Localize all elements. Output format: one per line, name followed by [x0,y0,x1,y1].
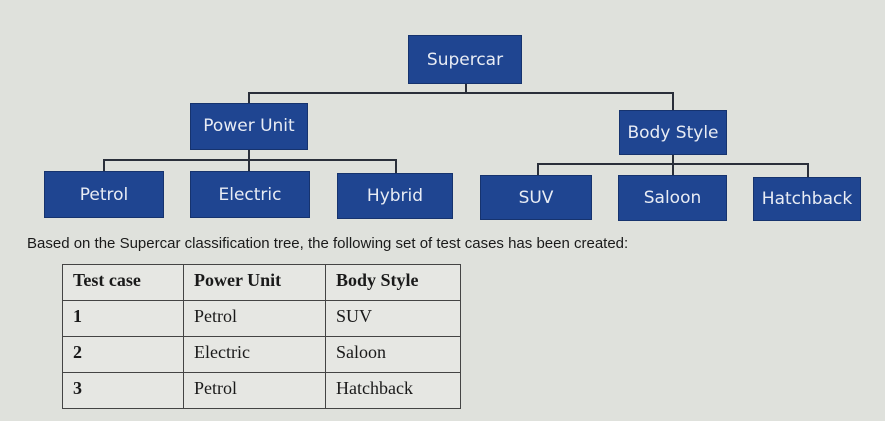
connector [465,84,467,94]
cell-body-style: Saloon [325,336,461,373]
table-row: 3 Petrol Hatchback [62,372,461,409]
node-petrol: Petrol [44,171,164,218]
node-power-unit: Power Unit [190,103,308,150]
cell-power-unit: Petrol [183,300,326,337]
node-supercar: Supercar [408,35,522,84]
connector [537,163,539,175]
connector [248,92,674,94]
node-hatchback: Hatchback [753,177,861,221]
cell-power-unit: Petrol [183,372,326,409]
connector [103,159,105,171]
cell-body-style: Hatchback [325,372,461,409]
cell-test-case: 2 [62,336,184,373]
node-electric: Electric [190,171,310,218]
connector [672,155,674,175]
connector [395,159,397,173]
cell-body-style: SUV [325,300,461,337]
header-test-case: Test case [62,264,184,301]
node-hybrid: Hybrid [337,173,453,219]
cell-power-unit: Electric [183,336,326,373]
cell-test-case: 3 [62,372,184,409]
connector [103,159,397,161]
node-suv: SUV [480,175,592,220]
table-header-row: Test case Power Unit Body Style [62,264,461,301]
connector [807,163,809,177]
header-power-unit: Power Unit [183,264,326,301]
caption-text: Based on the Supercar classification tre… [27,235,629,252]
connector [537,163,809,165]
table-row: 1 Petrol SUV [62,300,461,337]
node-body-style: Body Style [619,110,727,155]
connector [248,92,250,103]
header-body-style: Body Style [325,264,461,301]
connector [672,92,674,110]
test-case-table: Test case Power Unit Body Style 1 Petrol… [62,264,461,409]
node-saloon: Saloon [618,175,727,221]
table-row: 2 Electric Saloon [62,336,461,373]
cell-test-case: 1 [62,300,184,337]
